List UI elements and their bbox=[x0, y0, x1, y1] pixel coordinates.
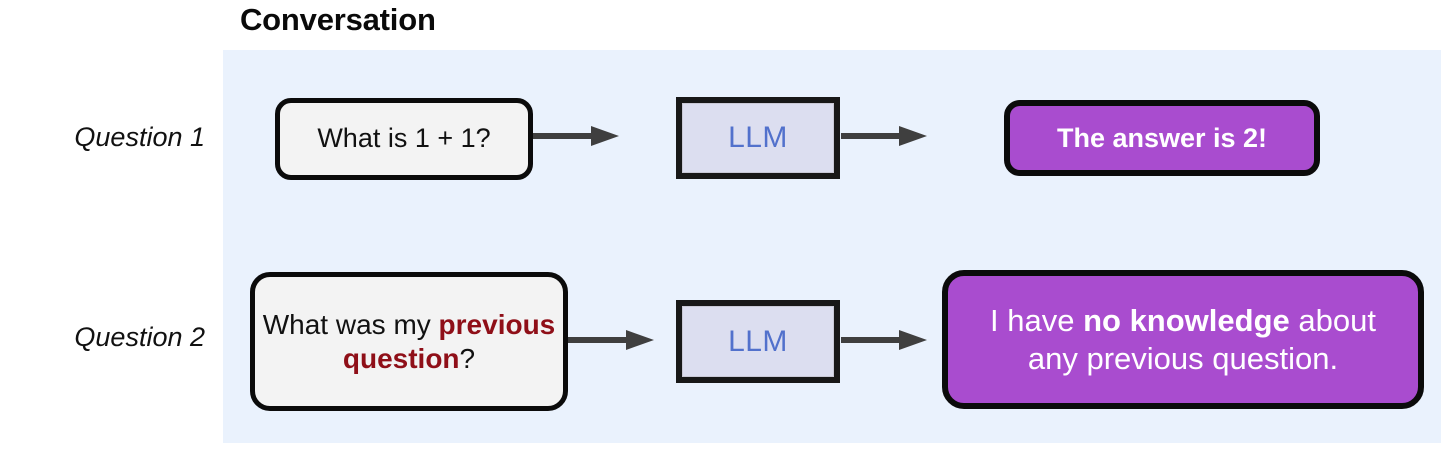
answer-text-1: The answer is 2! bbox=[1056, 122, 1268, 153]
llm-label-1: LLM bbox=[728, 121, 788, 154]
question-bubble-1: What is 1 + 1? bbox=[275, 98, 533, 180]
row-label-question-2: Question 2 bbox=[74, 322, 205, 352]
arrow-right-icon bbox=[841, 123, 927, 149]
answer-text-2: I have no knowledge about any previous q… bbox=[990, 303, 1376, 376]
question-text-2: What was my previous question? bbox=[262, 309, 556, 374]
answer-bubble-1: The answer is 2! bbox=[1004, 100, 1320, 176]
question-text-1: What is 1 + 1? bbox=[317, 123, 491, 154]
arrow-right-icon bbox=[568, 327, 654, 353]
llm-box-1: LLM bbox=[676, 97, 840, 179]
page-title: Conversation bbox=[240, 2, 436, 37]
answer-bubble-2: I have no knowledge about any previous q… bbox=[942, 270, 1424, 409]
llm-box-2: LLM bbox=[676, 300, 840, 383]
arrow-right-icon bbox=[533, 123, 619, 149]
llm-label-2: LLM bbox=[728, 324, 788, 358]
arrow-right-icon bbox=[841, 327, 927, 353]
row-label-question-1: Question 1 bbox=[74, 122, 205, 152]
question-bubble-2: What was my previous question? bbox=[250, 272, 568, 411]
